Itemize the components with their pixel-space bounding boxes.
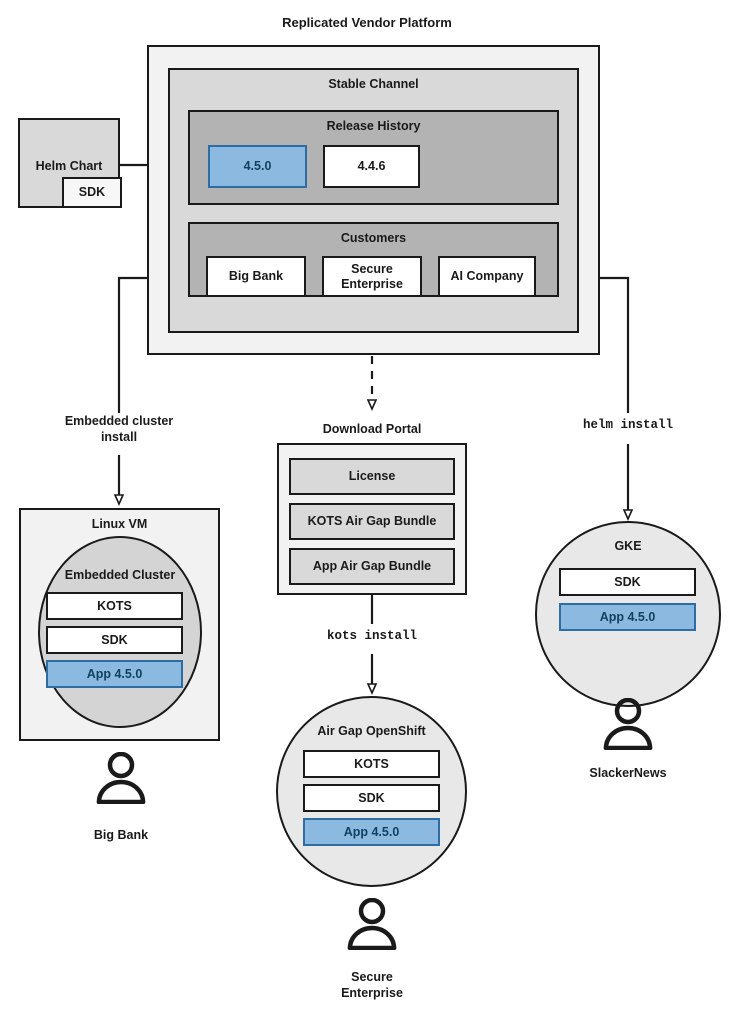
customer-chip-big-bank[interactable]: Big Bank [206, 256, 306, 297]
persona-slackernews-icon [599, 697, 657, 751]
linux-vm-component-kots[interactable]: KOTS [46, 592, 183, 620]
download-artifact-app-air-gap-bundle[interactable]: App Air Gap Bundle [289, 548, 455, 585]
persona-big-bank-icon [92, 751, 150, 805]
download-artifact-license[interactable]: License [289, 458, 455, 495]
caption-download-portal-title: Download Portal [322, 422, 422, 436]
gke-title: GKE [614, 539, 642, 553]
stable-channel-title: Stable Channel [328, 77, 419, 91]
person-icon [347, 897, 397, 951]
person-icon [603, 697, 653, 751]
persona-big-bank-label: Big Bank [93, 828, 149, 842]
persona-slackernews-label: SlackerNews [589, 766, 667, 780]
persona-secure-enterprise-icon [343, 897, 401, 951]
download-artifact-kots-air-gap-bundle[interactable]: KOTS Air Gap Bundle [289, 503, 455, 540]
person-icon [96, 751, 146, 805]
helm-chart-sdk-chip[interactable]: SDK [62, 177, 122, 208]
caption-helm-install: helm install [582, 418, 673, 432]
linux-vm-component-app[interactable]: App 4.5.0 [46, 660, 183, 688]
customer-chip-secure-enterprise[interactable]: Secure Enterprise [322, 256, 422, 297]
persona-secure-enterprise-label: Secure Enterprise [341, 970, 403, 1000]
helm-chart-box[interactable]: Helm Chart [18, 118, 120, 208]
openshift-component-app[interactable]: App 4.5.0 [303, 818, 440, 846]
airgap-openshift-title: Air Gap OpenShift [317, 724, 426, 738]
embedded-cluster-title: Embedded Cluster [64, 568, 176, 582]
page-title: Replicated Vendor Platform [282, 15, 452, 30]
linux-vm-title: Linux VM [91, 517, 148, 531]
caption-kots-install: kots install [326, 629, 417, 643]
customers-title: Customers [340, 231, 407, 245]
caption-embedded-cluster-install: Embedded cluster install [64, 414, 174, 444]
release-chip-4-5-0[interactable]: 4.5.0 [208, 145, 307, 188]
release-chip-4-4-6[interactable]: 4.4.6 [323, 145, 420, 188]
openshift-component-kots[interactable]: KOTS [303, 750, 440, 778]
helm-chart-label: Helm Chart [35, 159, 103, 173]
gke-component-sdk[interactable]: SDK [559, 568, 696, 596]
openshift-component-sdk[interactable]: SDK [303, 784, 440, 812]
gke-component-app[interactable]: App 4.5.0 [559, 603, 696, 631]
linux-vm-component-sdk[interactable]: SDK [46, 626, 183, 654]
release-history-title: Release History [326, 119, 421, 133]
customer-chip-ai-company[interactable]: AI Company [438, 256, 536, 297]
